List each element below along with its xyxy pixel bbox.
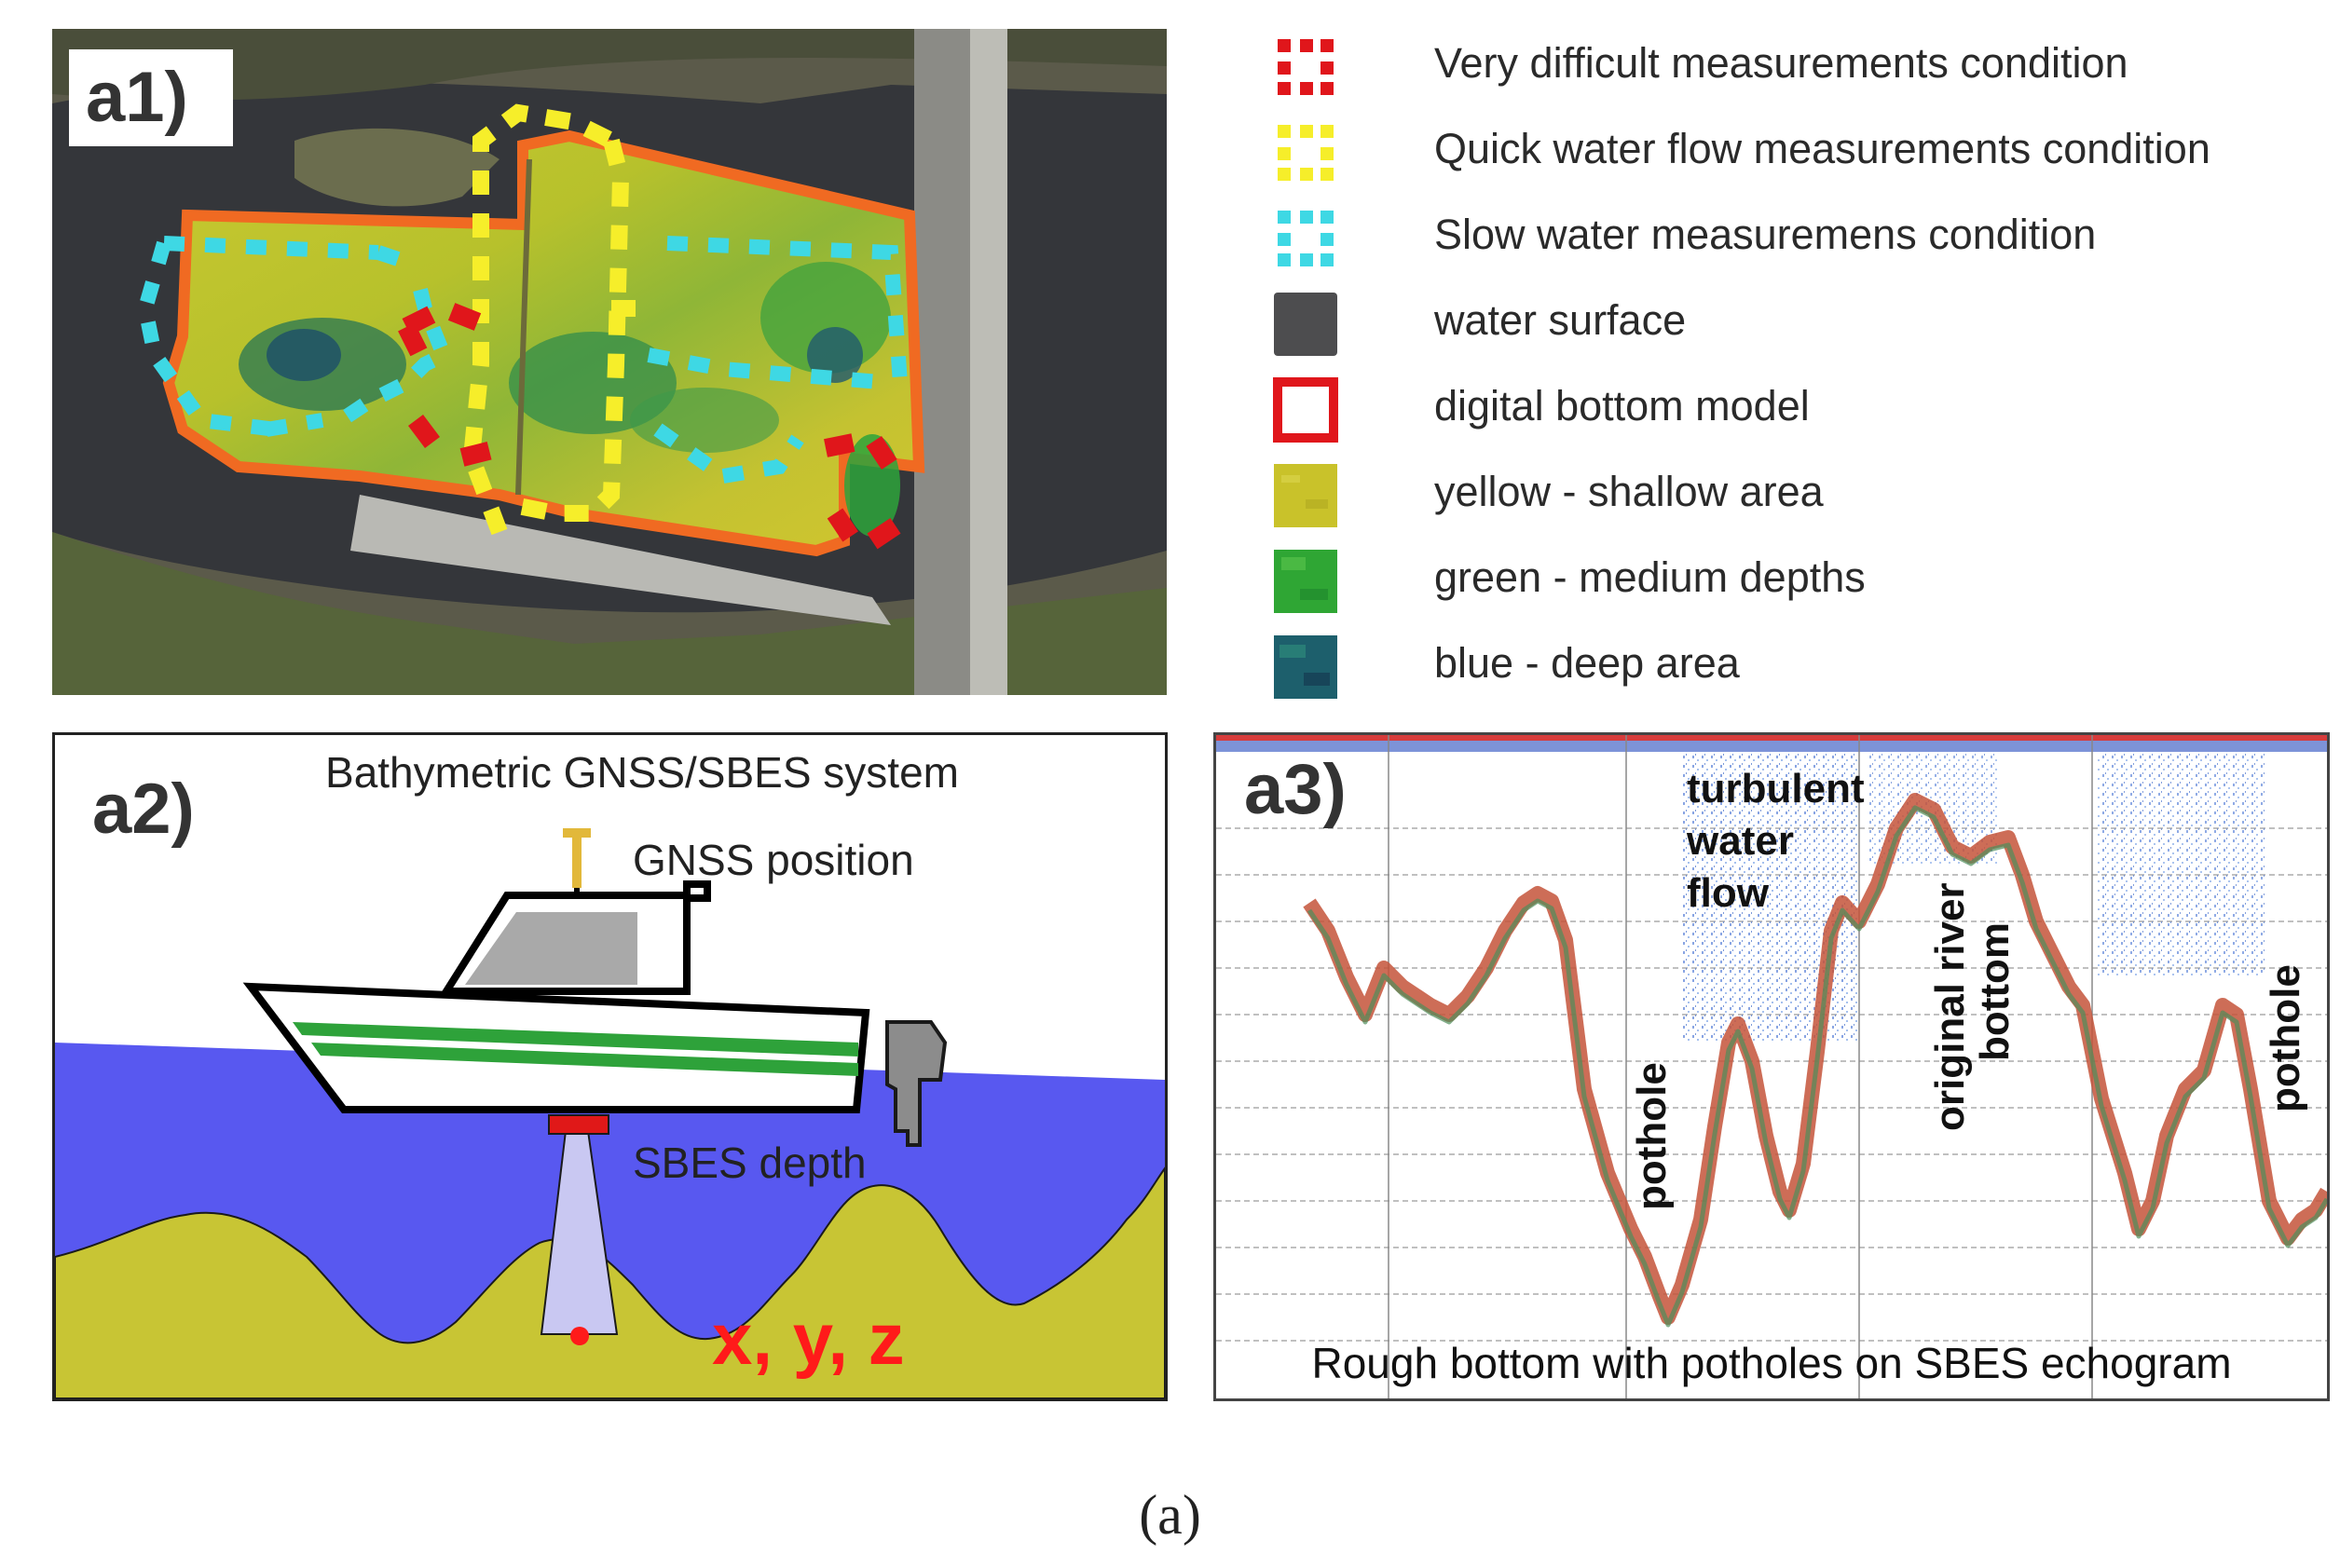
hull-stripe-1 bbox=[293, 1022, 858, 1057]
diagram-title: Bathymetric GNSS/SBES system bbox=[325, 748, 959, 797]
quick-water-path-left bbox=[462, 103, 616, 536]
dam-structure bbox=[914, 29, 970, 695]
difficult-zone-right bbox=[824, 428, 906, 550]
center-ridge bbox=[515, 158, 532, 496]
gnss-antenna bbox=[563, 828, 591, 838]
deep-area-3 bbox=[509, 332, 677, 434]
surface-band bbox=[1216, 741, 2327, 752]
sbes-label: SBES depth bbox=[633, 1139, 867, 1187]
gnss-sbes-diagram-panel: Bathymetric GNSS/SBES system GNSS positi… bbox=[52, 732, 1168, 1401]
legend-text: digital bottom model bbox=[1434, 382, 1810, 429]
legend-text: Very difficult measurements condition bbox=[1434, 39, 2128, 87]
island bbox=[294, 128, 499, 207]
legend-text: yellow - shallow area bbox=[1434, 468, 1824, 515]
turbulent-line-2: water bbox=[1686, 818, 1794, 864]
original-bottom-line-2: bottom bbox=[1972, 922, 2018, 1061]
hull-stripe-2 bbox=[311, 1043, 858, 1076]
echogram-caption: Rough bottom with potholes on SBES echog… bbox=[1311, 1339, 2231, 1387]
blue-texture-swatch-icon bbox=[1274, 635, 1337, 699]
yellow-texture-swatch-icon bbox=[1274, 464, 1337, 527]
legend-item-digital-bottom-model: digital bottom model bbox=[1263, 376, 2325, 443]
lower-bank bbox=[52, 532, 1167, 695]
dashed-yellow-swatch-icon bbox=[1278, 125, 1334, 181]
original-bottom-line-1: original river bbox=[1927, 882, 1973, 1131]
legend-text: green - medium depths bbox=[1434, 553, 1866, 601]
figure-caption: (a) bbox=[1139, 1484, 1201, 1546]
panel-a3-label: a3) bbox=[1244, 750, 1347, 829]
legend-item-water-surface: water surface bbox=[1263, 291, 2325, 356]
boat-hull bbox=[242, 982, 870, 1113]
turbulence-noise-3 bbox=[2097, 752, 2265, 975]
difficult-zone-left bbox=[398, 298, 502, 467]
slow-water-path-right bbox=[647, 236, 908, 484]
aerial-map-image bbox=[52, 29, 1167, 695]
a1-label-box: a1) bbox=[69, 49, 233, 146]
legend-item-shallow: yellow - shallow area bbox=[1263, 462, 2325, 527]
turbulent-line-3: flow bbox=[1687, 870, 1770, 916]
deep-area-6 bbox=[807, 327, 863, 383]
legend-item-medium: green - medium depths bbox=[1263, 548, 2325, 613]
legend: Very difficult measurements condition Qu… bbox=[1263, 34, 2325, 704]
upper-bank bbox=[52, 29, 1167, 101]
depth-point bbox=[570, 1327, 589, 1345]
bottom-profile-echo bbox=[1307, 805, 2327, 1328]
echogram: a3) turbulent water flow pothole origina… bbox=[1216, 735, 2327, 1398]
surface-line bbox=[1216, 735, 2327, 741]
echogram-panel: a3) turbulent water flow pothole origina… bbox=[1213, 732, 2330, 1401]
legend-text: water surface bbox=[1434, 296, 1687, 344]
panel-a1-label: a1) bbox=[86, 58, 188, 137]
sbes-sensor bbox=[548, 1114, 609, 1135]
legend-item-slow-water: Slow water measuremens condition bbox=[1263, 205, 2325, 270]
pothole-label-left: pothole bbox=[1629, 1062, 1675, 1210]
legend-text: Slow water measuremens condition bbox=[1434, 211, 2097, 258]
legend-item-very-difficult: Very difficult measurements condition bbox=[1263, 34, 2325, 99]
dashed-red-swatch-icon bbox=[1278, 39, 1334, 95]
legend-text: Quick water flow measurements condition bbox=[1434, 125, 2210, 172]
slow-water-path-left bbox=[137, 236, 409, 437]
coords-label: x, y, z bbox=[712, 1298, 905, 1380]
panel-a2-label: a2) bbox=[92, 770, 195, 849]
red-outline-swatch-icon bbox=[1273, 377, 1338, 443]
legend-text: blue - deep area bbox=[1434, 639, 1740, 687]
outboard-motor bbox=[885, 1020, 948, 1147]
deep-area-4 bbox=[630, 388, 779, 453]
green-texture-swatch-icon bbox=[1274, 550, 1337, 613]
legend-item-quick-water: Quick water flow measurements condition bbox=[1263, 119, 2325, 184]
gnss-antenna-stem bbox=[572, 836, 582, 888]
pothole-label-right: pothole bbox=[2263, 964, 2308, 1112]
dam-road bbox=[970, 29, 1007, 695]
aerial-map-panel: a1) bbox=[52, 29, 1167, 695]
cabin-window bbox=[465, 912, 637, 985]
concrete-bank bbox=[350, 495, 891, 625]
dashed-cyan-swatch-icon bbox=[1278, 211, 1334, 266]
legend-item-deep: blue - deep area bbox=[1263, 634, 2325, 699]
deep-area-2 bbox=[267, 329, 341, 381]
gnss-label: GNSS position bbox=[633, 836, 914, 884]
turbulent-line-1: turbulent bbox=[1687, 766, 1865, 811]
gray-square-swatch-icon bbox=[1274, 293, 1337, 356]
gnss-sbes-diagram: Bathymetric GNSS/SBES system GNSS positi… bbox=[55, 748, 1165, 1398]
quick-water-path-right bbox=[507, 138, 630, 522]
